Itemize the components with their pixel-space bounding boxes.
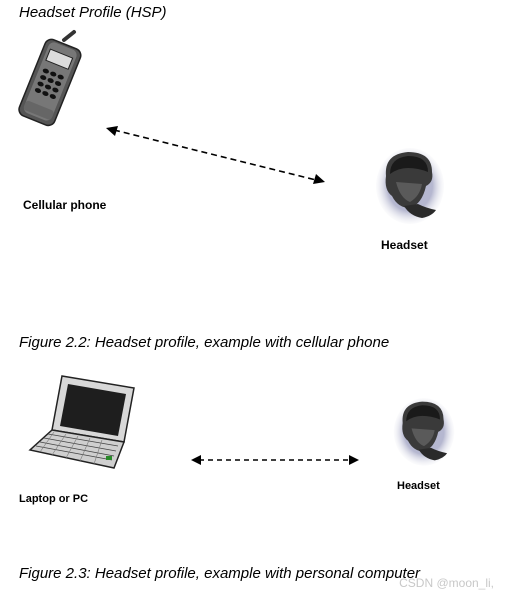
dashed-double-arrow-icon	[191, 455, 359, 465]
figure-caption-computer: Figure 2.3: Headset profile, example wit…	[19, 565, 421, 582]
cellular-phone-icon	[18, 30, 82, 127]
headset-person-icon	[376, 148, 444, 224]
watermark: CSDN @moon_li,	[399, 576, 494, 590]
page-title: Headset Profile (HSP)	[19, 4, 167, 21]
headset-label: Headset	[397, 480, 440, 492]
laptop-label: Laptop or PC	[19, 493, 89, 505]
cellular-phone-label: Cellular phone	[23, 198, 107, 212]
laptop-icon	[28, 375, 135, 469]
headset-label: Headset	[381, 238, 428, 252]
headset-person-icon	[393, 398, 455, 466]
dashed-double-arrow-icon	[106, 126, 325, 184]
figure-caption-cellular: Figure 2.2: Headset profile, example wit…	[19, 334, 390, 351]
